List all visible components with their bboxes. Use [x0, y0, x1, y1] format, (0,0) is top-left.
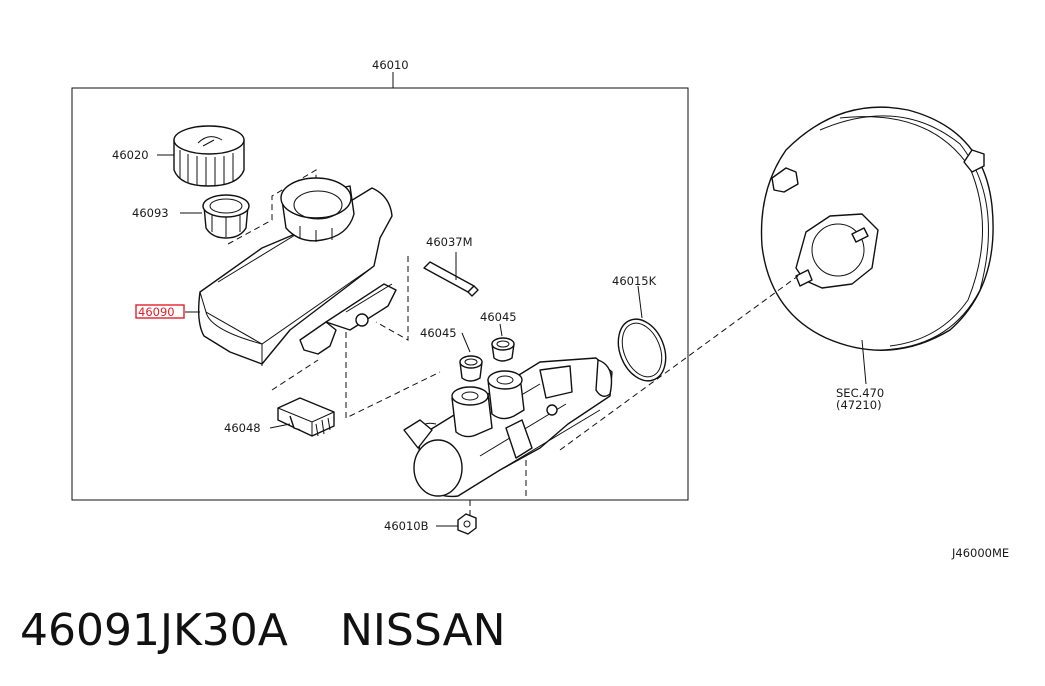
level-sensor — [277, 397, 335, 437]
mounting-nut — [457, 513, 477, 535]
diagram-code: J46000ME — [951, 546, 1009, 560]
pin — [423, 261, 479, 297]
master-cylinder — [403, 357, 613, 498]
brake-booster — [760, 106, 994, 351]
footer-brand: NISSAN — [340, 605, 506, 656]
label-seal-right[interactable]: 46045 — [480, 310, 517, 324]
footer-part-number: 46091JK30A — [20, 605, 288, 656]
reservoir-tank — [197, 177, 397, 366]
label-nut[interactable]: 46010B — [384, 519, 429, 533]
label-assembly[interactable]: 46010 — [372, 58, 409, 72]
label-strainer[interactable]: 46093 — [132, 206, 169, 220]
strainer — [202, 194, 250, 239]
label-oring[interactable]: 46015K — [612, 274, 657, 288]
seal-left — [459, 355, 483, 382]
seal-right — [491, 337, 515, 362]
label-sensor[interactable]: 46048 — [224, 421, 261, 435]
label-booster-ref[interactable]: (47210) — [836, 398, 882, 412]
label-reservoir[interactable]: 46090 — [138, 305, 175, 319]
reservoir-highlight — [135, 304, 185, 319]
label-seal-left[interactable]: 46045 — [420, 326, 457, 340]
label-booster-sec[interactable]: SEC.470 — [836, 386, 884, 400]
reservoir-cap — [173, 125, 245, 187]
o-ring — [617, 318, 667, 382]
label-cap[interactable]: 46020 — [112, 148, 149, 162]
assembly-frame — [71, 87, 689, 501]
label-pin[interactable]: 46037M — [426, 235, 473, 249]
